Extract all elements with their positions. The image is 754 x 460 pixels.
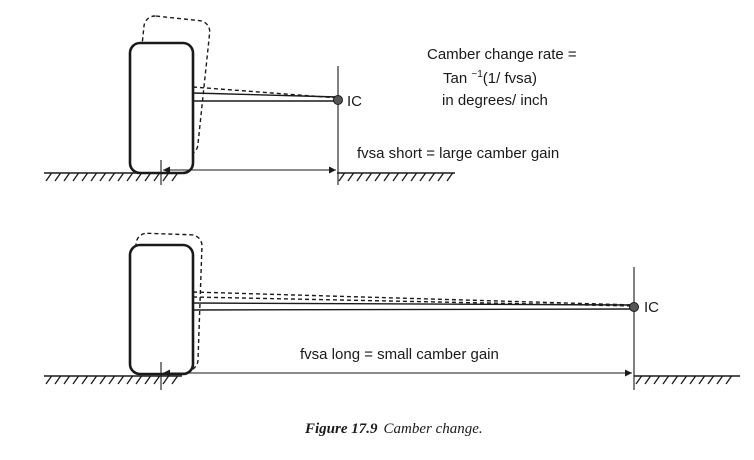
ground-hatch-stroke xyxy=(126,375,134,385)
ground-hatch-stroke xyxy=(72,172,80,182)
ground-hatch-stroke xyxy=(689,375,697,385)
ground-hatch-stroke xyxy=(81,375,89,385)
ground-hatch-stroke xyxy=(72,375,80,385)
ground-hatch-stroke xyxy=(698,375,706,385)
ground-hatch-stroke xyxy=(680,375,688,385)
ground-hatch-stroke xyxy=(144,172,152,182)
ground-hatch-right xyxy=(635,375,733,385)
ground-hatch-stroke xyxy=(356,172,364,182)
ground-hatch-stroke xyxy=(635,375,643,385)
ground-hatch-left xyxy=(45,172,179,182)
ic-label: IC xyxy=(644,299,659,316)
ground-hatch-stroke xyxy=(81,172,89,182)
ground-hatch-stroke xyxy=(644,375,652,385)
ic-label: IC xyxy=(347,93,362,110)
ground-hatch-left xyxy=(45,375,179,385)
instant-center-point xyxy=(333,95,343,105)
ground-hatch-stroke xyxy=(716,375,724,385)
swing-arm-displaced xyxy=(192,86,339,99)
ground-hatch-stroke xyxy=(45,172,53,182)
instant-center-point xyxy=(629,302,639,312)
ground-hatch-stroke xyxy=(153,172,161,182)
ground-hatch-stroke xyxy=(117,375,125,385)
figure-caption: Figure 17.9 Camber change. xyxy=(304,421,483,437)
ground-hatch-stroke xyxy=(90,172,98,182)
ground-hatch-stroke xyxy=(54,375,62,385)
ground-hatch-stroke xyxy=(108,172,116,182)
ground-hatch-stroke xyxy=(437,172,445,182)
ground-hatch-stroke xyxy=(347,172,355,182)
ground-hatch-stroke xyxy=(117,172,125,182)
ground-hatch-stroke xyxy=(99,375,107,385)
ground-hatch-stroke xyxy=(401,172,409,182)
swing-arm-displaced-b xyxy=(192,296,635,307)
ground-hatch-stroke xyxy=(365,172,373,182)
long-fvsa-caption: fvsa long = small camber gain xyxy=(300,346,499,363)
figure-number: Figure 17.9 xyxy=(304,421,378,437)
ground-hatch-right xyxy=(338,172,454,182)
ground-hatch-stroke xyxy=(392,172,400,182)
ground-hatch-stroke xyxy=(144,375,152,385)
ground-hatch-stroke xyxy=(108,375,116,385)
short-fvsa-diagram: IC Camber change rate = Tan −1(1/ fvsa) … xyxy=(44,15,577,185)
ground-hatch-stroke xyxy=(446,172,454,182)
ground-hatch-stroke xyxy=(63,172,71,182)
ground-hatch-stroke xyxy=(135,375,143,385)
ground-hatch-stroke xyxy=(374,172,382,182)
long-fvsa-diagram: IC fvsa long = small camber gain xyxy=(44,232,740,390)
formula-line-2: Tan −1(1/ fvsa) xyxy=(443,69,537,87)
ground-hatch-stroke xyxy=(707,375,715,385)
ground-hatch-stroke xyxy=(338,172,346,182)
formula-line-3: in degrees/ inch xyxy=(442,92,548,109)
ground-hatch-stroke xyxy=(126,172,134,182)
ground-hatch-stroke xyxy=(383,172,391,182)
ground-hatch-stroke xyxy=(171,172,179,182)
wheel xyxy=(128,243,195,376)
ground-hatch-stroke xyxy=(662,375,670,385)
ground-hatch-stroke xyxy=(171,375,179,385)
ground-hatch-stroke xyxy=(419,172,427,182)
formula-line-1: Camber change rate = xyxy=(427,46,577,63)
swing-arm-lower xyxy=(192,308,635,311)
ground-hatch-stroke xyxy=(162,172,170,182)
swing-arm-displaced-a xyxy=(192,291,635,306)
ground-hatch-stroke xyxy=(99,172,107,182)
wheel xyxy=(128,41,195,175)
ground-hatch-stroke xyxy=(54,172,62,182)
ground-hatch-stroke xyxy=(153,375,161,385)
ground-hatch-stroke xyxy=(162,375,170,385)
figure-title: Camber change. xyxy=(384,421,483,437)
short-fvsa-caption: fvsa short = large camber gain xyxy=(357,145,559,162)
ground-hatch-stroke xyxy=(653,375,661,385)
swing-arm-upper xyxy=(192,92,339,98)
ground-hatch-stroke xyxy=(671,375,679,385)
ground-hatch-stroke xyxy=(45,375,53,385)
ground-hatch-stroke xyxy=(135,172,143,182)
ground-hatch-stroke xyxy=(90,375,98,385)
ground-hatch-stroke xyxy=(428,172,436,182)
ground-hatch-stroke xyxy=(410,172,418,182)
ground-hatch-stroke xyxy=(725,375,733,385)
ground-hatch-stroke xyxy=(63,375,71,385)
